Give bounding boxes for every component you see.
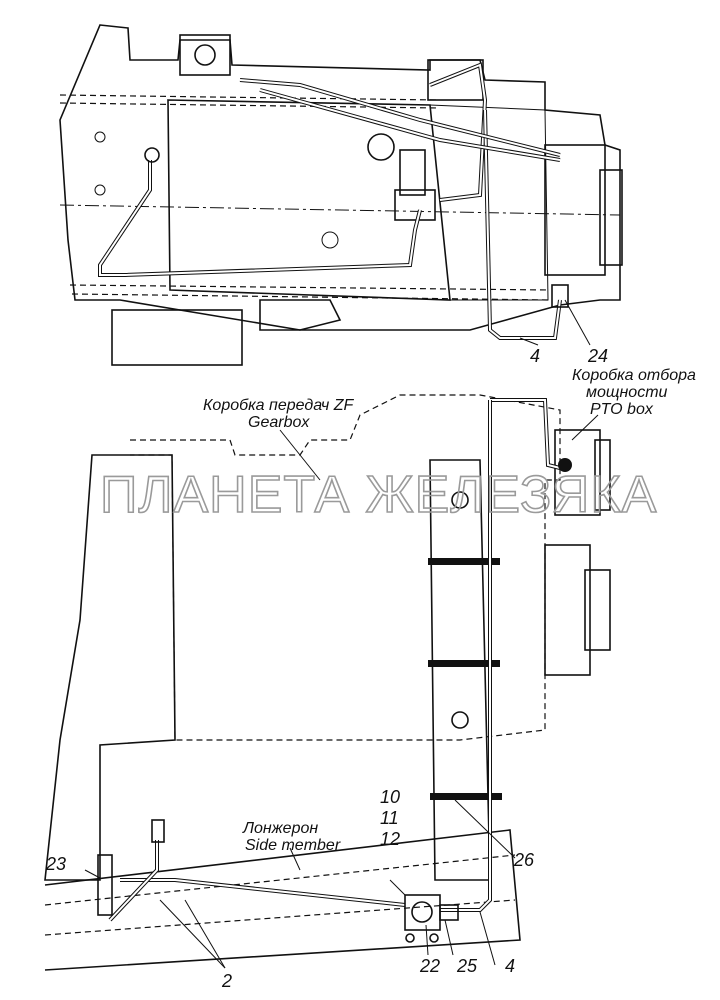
- pto-label-ru-line1: Коробка отбора: [572, 367, 696, 384]
- gearbox-label-ru: Коробка передач ZF: [203, 397, 355, 414]
- callout-22: 22: [419, 956, 440, 976]
- callout-25: 25: [456, 956, 478, 976]
- watermark: ПЛАНЕТА ЖЕЛЕЗЯКА: [100, 466, 657, 524]
- callout-4-top: 4: [530, 346, 540, 366]
- callout-12: 12: [380, 829, 400, 849]
- callout-10: 10: [380, 787, 400, 807]
- callout-4: 4: [505, 956, 515, 976]
- callout-24-top: 24: [587, 346, 608, 366]
- callout-11: 11: [380, 808, 399, 828]
- side-member-label-en: Side member: [245, 837, 341, 854]
- gearbox-label-en: Gearbox: [248, 414, 310, 431]
- callout-2: 2: [221, 971, 232, 991]
- pto-label-ru-line2: мощности: [586, 384, 668, 401]
- callout-23: 23: [45, 854, 66, 874]
- top-assembly-drawing: [59, 24, 623, 366]
- bottom-assembly-drawing: [44, 394, 611, 971]
- pto-label-en: PTO box: [590, 401, 654, 418]
- callout-26: 26: [513, 850, 535, 870]
- side-member-label-ru: Лонжерон: [242, 820, 318, 837]
